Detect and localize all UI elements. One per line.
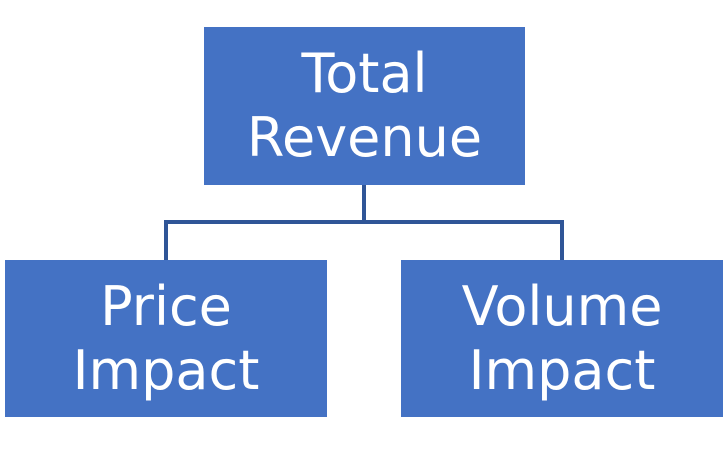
node-price-impact: Price Impact xyxy=(5,260,327,417)
node-total-revenue-line2: Revenue xyxy=(246,106,483,169)
node-volume-impact-line2: Impact xyxy=(468,338,656,402)
connector-root-to-children xyxy=(164,185,564,260)
node-total-revenue: Total Revenue xyxy=(204,27,525,185)
node-price-impact-line2: Impact xyxy=(72,338,260,402)
node-price-impact-line1: Price xyxy=(100,274,232,338)
node-total-revenue-line1: Total xyxy=(301,42,428,105)
node-volume-impact: Volume Impact xyxy=(401,260,723,417)
node-volume-impact-line1: Volume xyxy=(461,274,663,338)
